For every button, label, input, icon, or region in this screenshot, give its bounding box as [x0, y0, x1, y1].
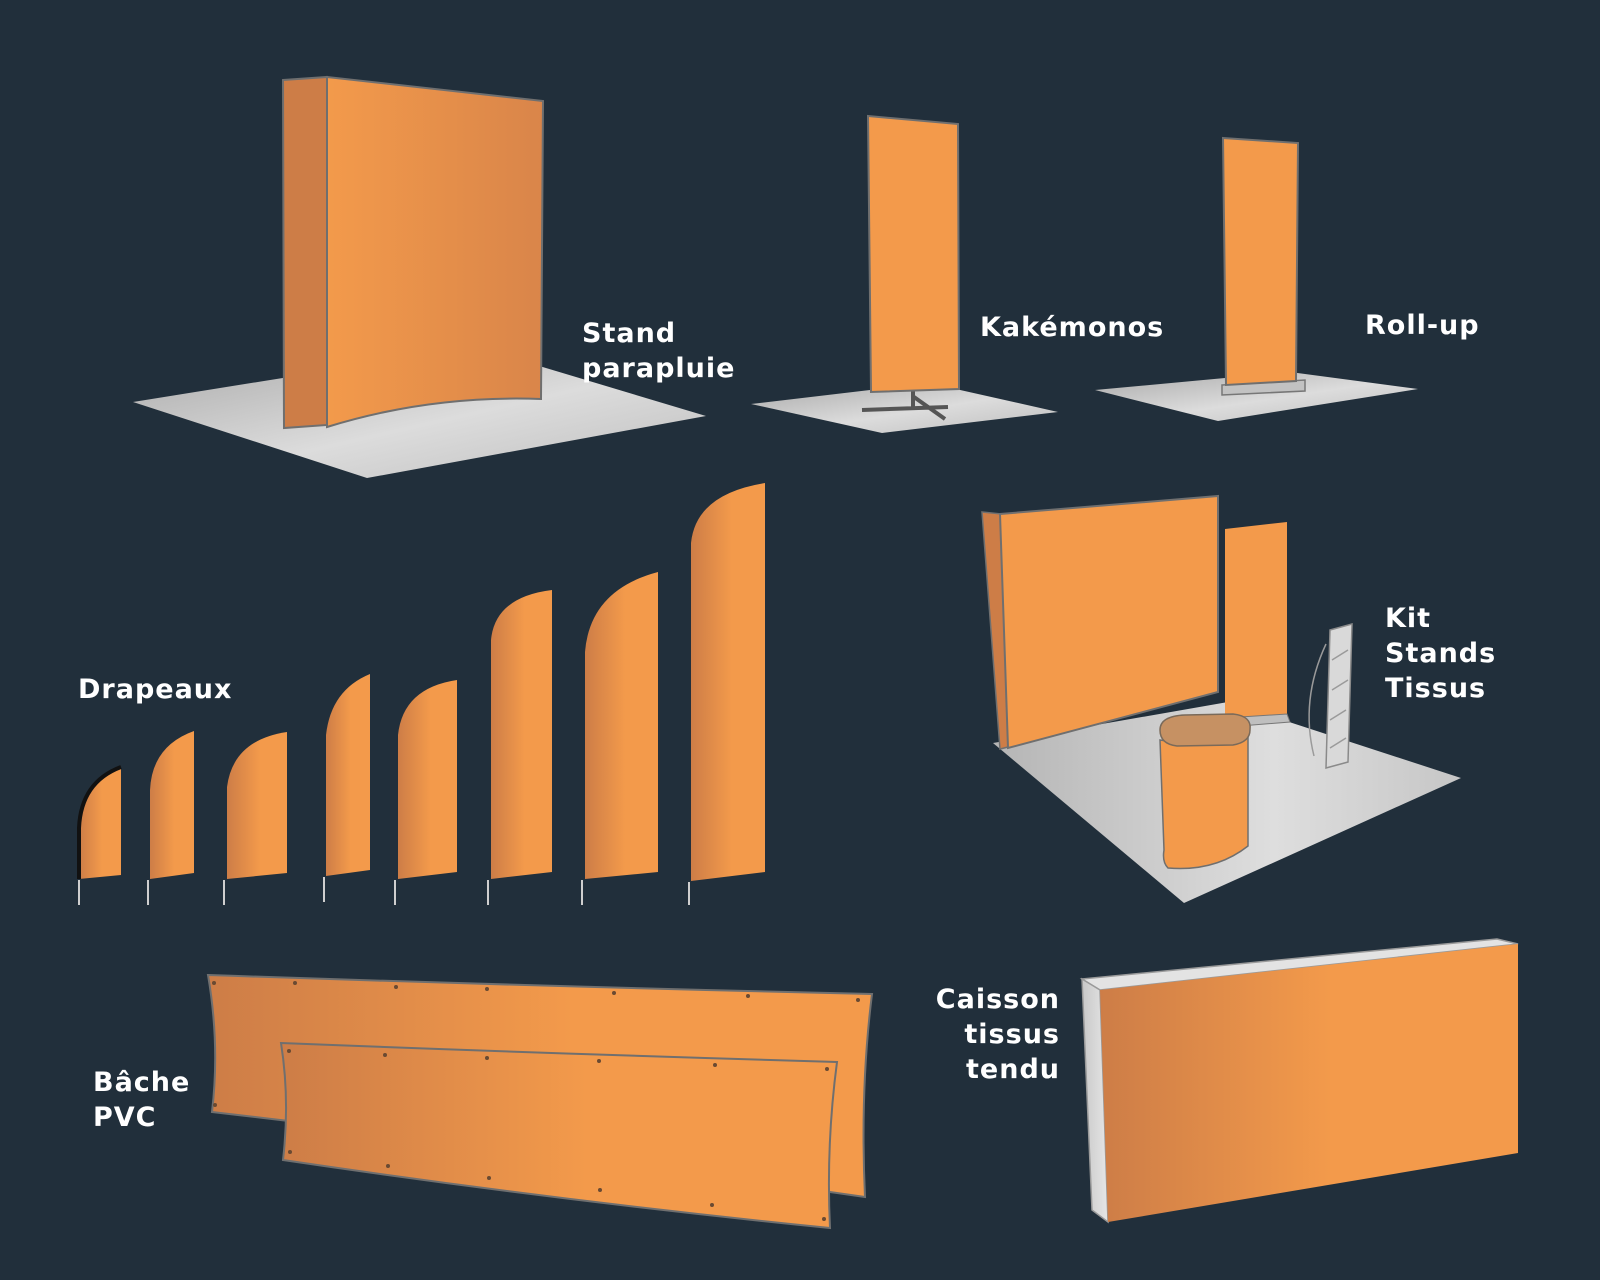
flag-6	[487, 590, 552, 905]
flag-2	[147, 731, 194, 905]
caisson-line3: tendu	[966, 1054, 1060, 1085]
drapeaux-line1: Drapeaux	[78, 674, 233, 705]
roll-up-floor	[1095, 372, 1418, 421]
flag-5	[394, 680, 457, 905]
kit-counter-top	[1159, 713, 1251, 747]
kit-rollup-panel	[1225, 522, 1287, 722]
kit-display-rack	[1325, 623, 1353, 769]
stand-parapluie-side	[281, 75, 328, 430]
stand-parapluie-line1: Stand	[582, 318, 677, 349]
stand-parapluie-label: Stand parapluie	[582, 316, 735, 386]
caisson-line2: tissus	[964, 1019, 1060, 1050]
drapeaux-label: Drapeaux	[78, 672, 232, 707]
roll-up-label: Roll-up	[1365, 308, 1480, 343]
bache-pvc-illustration	[206, 973, 874, 1230]
stand-parapluie-line2: parapluie	[582, 353, 736, 384]
flag-8	[688, 483, 765, 905]
kakemonos-stand-base	[861, 388, 949, 421]
kit-line2: Stands	[1385, 638, 1497, 669]
caisson-face	[1100, 944, 1518, 1222]
flag-7	[581, 572, 658, 905]
kit-counter-body	[1159, 734, 1249, 870]
bache-front	[279, 1041, 839, 1230]
roll-up-illustration	[1095, 136, 1418, 421]
kit-line3: Tissus	[1385, 673, 1487, 704]
caisson-line1: Caisson	[935, 984, 1060, 1015]
kakemonos-illustration	[751, 114, 1058, 433]
roll-up-line1: Roll-up	[1365, 310, 1480, 341]
flag-3	[223, 732, 287, 905]
roll-up-panel	[1221, 136, 1300, 387]
stand-parapluie-floor	[133, 347, 706, 478]
caisson-tissus-tendu-illustration	[1079, 938, 1519, 1224]
kit-line1: Kit	[1385, 603, 1432, 634]
kakemonos-label: Kakémonos	[980, 310, 1164, 345]
caisson-tissus-tendu-label: Caisson tissus tendu	[900, 982, 1060, 1087]
drapeaux-illustration	[77, 483, 765, 905]
kit-stands-tissus-label: Kit Stands Tissus	[1385, 601, 1496, 706]
bache-line1: Bâche	[93, 1067, 191, 1098]
flag-4	[323, 674, 370, 902]
bache-pvc-label: Bâche PVC	[93, 1065, 190, 1135]
flag-1	[77, 765, 122, 905]
kit-stands-tissus-illustration	[981, 494, 1461, 903]
kakemonos-panel	[866, 114, 961, 394]
bache-line2: PVC	[93, 1102, 157, 1133]
kit-wall-panel	[998, 494, 1219, 750]
kakemonos-line1: Kakémonos	[980, 312, 1165, 343]
stand-parapluie-panel	[326, 75, 545, 429]
stand-parapluie-illustration	[133, 75, 706, 478]
